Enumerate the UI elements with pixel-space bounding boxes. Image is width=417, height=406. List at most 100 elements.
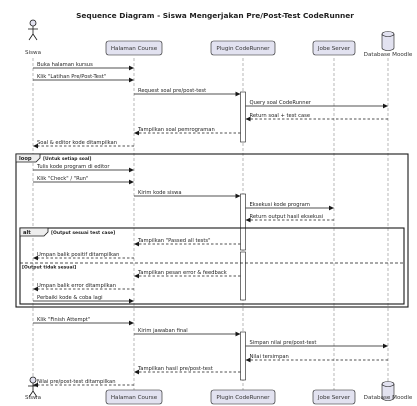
participant-course: Halaman Course — [105, 389, 163, 405]
participant-box — [312, 389, 356, 405]
message: Klik "Latihan Pre/Post-Test" — [33, 74, 134, 83]
message-arrowhead — [245, 116, 251, 122]
message-label: Return soal + test case — [250, 113, 311, 119]
message-label: Eksekusi kode program — [250, 202, 310, 208]
message-label: Klik "Finish Attempt" — [37, 317, 90, 323]
diagram-title: Sequence Diagram - Siswa Mengerjakan Pre… — [76, 11, 354, 20]
message: Tulis kode program di editor — [33, 164, 134, 173]
database-icon — [381, 31, 395, 51]
loop-fragment-keyword: loop — [19, 156, 32, 162]
message-arrowhead — [134, 241, 139, 247]
alt-fragment-condition: [Output sesuai test case] — [51, 230, 115, 236]
alt-fragment: alt [Output sesuai test case] [Output tida… — [19, 227, 405, 305]
message-label: Umpan balik error ditampilkan — [37, 283, 116, 289]
message-arrowhead — [33, 286, 38, 292]
participant-label: Database Moodle — [364, 395, 413, 401]
activation-bar — [240, 91, 246, 143]
message-label: Tampilkan "Passed all tests" — [137, 238, 211, 244]
activation-bar — [240, 193, 246, 251]
actor-icon — [28, 19, 38, 41]
participant-siswa: Siswa — [25, 19, 41, 56]
participant-siswa: Siswa — [25, 376, 41, 401]
alt-fragment-tab — [19, 227, 49, 237]
message: Eksekusi kode program — [245, 202, 334, 211]
message: Perbaiki kode & coba lagi — [33, 295, 134, 304]
message-arrowhead — [329, 205, 334, 211]
message: Kirim jawaban final — [134, 328, 241, 337]
participant-label: Siswa — [25, 50, 41, 56]
message: Return output hasil eksekusi — [245, 214, 334, 223]
message-arrowhead — [129, 298, 134, 304]
message-arrowhead — [245, 357, 251, 363]
message-label: Buka halaman kursus — [37, 62, 93, 68]
message-label: Perbaiki kode & coba lagi — [37, 295, 103, 301]
participant-db: Database Moodle — [364, 381, 413, 401]
participant-label: Plugin CodeRunner — [216, 46, 270, 52]
loop-fragment-condition: [Untuk setiap soal] — [43, 156, 91, 162]
message-label: Simpan nilai pre/post-test — [250, 340, 317, 346]
message-arrowhead — [129, 65, 134, 71]
message-arrowhead — [33, 255, 38, 261]
message-arrowhead — [235, 91, 241, 97]
message-label: Nilai pre/post-test ditampilkan — [37, 379, 116, 385]
message: Tampilkan hasil pre/post-test — [134, 366, 241, 375]
participant-course: Halaman Course — [105, 40, 163, 56]
message: Umpan balik positif ditampilkan — [33, 252, 134, 261]
message-label: Soal & editor kode ditampilkan — [37, 140, 117, 146]
message: Nilai pre/post-test ditampilkan — [33, 379, 134, 388]
message: Tampilkan "Passed all tests" — [134, 238, 241, 247]
actor-icon — [28, 376, 38, 398]
message-arrowhead — [129, 320, 134, 326]
message-arrowhead — [235, 193, 241, 199]
message: Request soal pre/post-test — [134, 88, 241, 97]
message-arrowhead — [134, 369, 139, 375]
message-arrowhead — [383, 343, 388, 349]
participant-label: Plugin CodeRunner — [216, 395, 270, 401]
participant-jobe: Jobe Server — [312, 40, 356, 56]
message-label: Nilai tersimpan — [250, 354, 289, 360]
database-icon — [381, 381, 395, 401]
message: Nilai tersimpan — [245, 354, 388, 363]
message-arrowhead — [129, 179, 134, 185]
participant-label: Halaman Course — [111, 395, 158, 401]
participant-label: Siswa — [25, 395, 41, 401]
message-label: Klik "Latihan Pre/Post-Test" — [37, 74, 106, 80]
alt-else-condition: [Output tidak sesuai] — [22, 265, 76, 271]
message-arrowhead — [129, 167, 134, 173]
message-arrowhead — [134, 130, 139, 136]
message: Query soal CodeRunner — [245, 100, 388, 109]
participant-box — [105, 40, 163, 56]
message-arrowhead — [129, 77, 134, 83]
message: Tampilkan soal pemrograman — [134, 127, 241, 136]
participant-label: Halaman Course — [111, 46, 158, 52]
alt-fragment-keyword: alt — [23, 230, 31, 236]
message: Return soal + test case — [245, 113, 388, 122]
message: Buka halaman kursus — [33, 62, 134, 71]
message-label: Tampilkan soal pemrograman — [137, 127, 215, 133]
participant-box — [312, 40, 356, 56]
message-label: Tampilkan pesan error & feedback — [137, 270, 227, 276]
message-label: Tulis kode program di editor — [36, 164, 110, 170]
message-label: Kirim kode siswa — [138, 190, 182, 196]
message-label: Umpan balik positif ditampilkan — [37, 252, 119, 258]
message-arrowhead — [235, 331, 241, 337]
participant-label: Jobe Server — [317, 395, 351, 401]
participant-box — [210, 389, 276, 405]
loop-fragment: loop [Untuk setiap soal] — [15, 153, 409, 308]
activation-bar — [240, 251, 246, 301]
loop-fragment-frame — [15, 153, 409, 308]
message: Klik "Finish Attempt" — [33, 317, 134, 326]
message-arrowhead — [134, 273, 139, 279]
message-label: Request soal pre/post-test — [138, 88, 206, 94]
participant-box — [210, 40, 276, 56]
message-label: Return output hasil eksekusi — [250, 214, 324, 220]
message-label: Tampilkan hasil pre/post-test — [137, 366, 213, 372]
message-label: Query soal CodeRunner — [250, 100, 312, 106]
message-arrowhead — [383, 103, 388, 109]
message-arrowhead — [245, 217, 251, 223]
loop-fragment-tab — [15, 153, 41, 163]
participant-plugin: Plugin CodeRunner — [210, 40, 276, 56]
alt-fragment-frame — [19, 227, 405, 305]
message: Simpan nilai pre/post-test — [245, 340, 388, 349]
